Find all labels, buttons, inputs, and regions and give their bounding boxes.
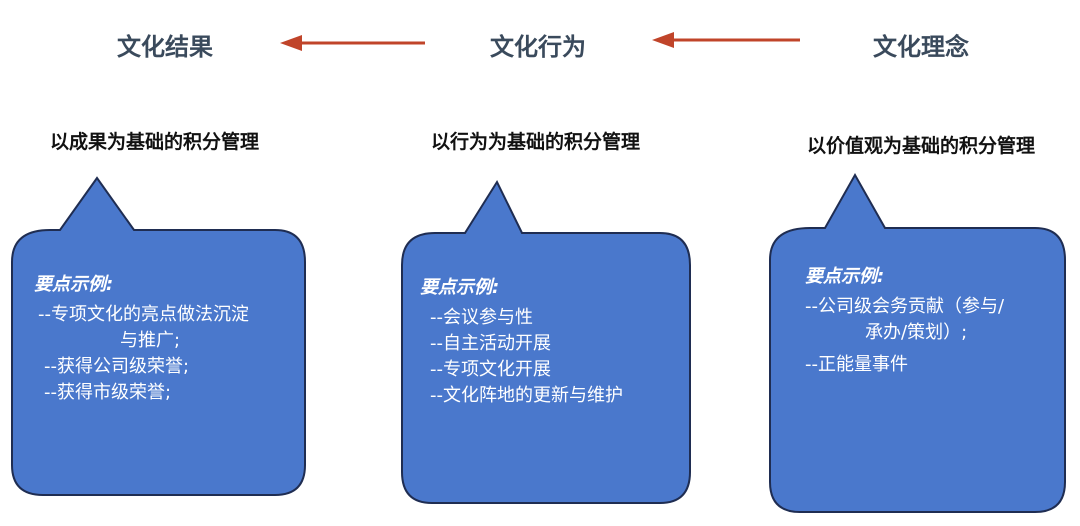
bubble-content-value: 要点示例: --公司级会务贡献（参与/ 承办/策划）; --正能量事件 — [805, 264, 1004, 378]
header-culture-result: 文化结果 — [117, 33, 213, 61]
header-culture-behavior: 文化行为 — [490, 33, 586, 61]
list-item: --文化阵地的更新与维护 — [430, 385, 623, 406]
subtitle-value-based: 以价值观为基础的积分管理 — [807, 135, 1036, 157]
arrows-layer — [280, 32, 800, 51]
examples-heading: 要点示例: — [420, 277, 500, 298]
subtitle-behavior-based: 以行为为基础的积分管理 — [431, 131, 641, 153]
list-item: 承办/策划）; — [865, 322, 968, 343]
speech-bubble-result — [11, 176, 306, 496]
header-culture-concept: 文化理念 — [873, 33, 969, 61]
list-item: --获得公司级荣誉; — [44, 356, 190, 377]
subtitle-result-based: 以成果为基础的积分管理 — [50, 131, 260, 153]
arrow-concept-to-behavior — [652, 32, 800, 48]
list-item: --获得市级荣誉; — [44, 382, 172, 403]
speech-bubble-value — [769, 172, 1066, 513]
examples-heading: 要点示例: — [34, 274, 114, 295]
list-item: --正能量事件 — [805, 354, 908, 375]
list-item: --公司级会务贡献（参与/ — [805, 296, 1005, 317]
list-item: 与推广; — [120, 330, 181, 351]
list-item: --专项文化开展 — [430, 359, 551, 380]
bubble-content-behavior: 要点示例: --会议参与性 --自主活动开展 --专项文化开展 --文化阵地的更… — [420, 275, 623, 409]
list-item: --自主活动开展 — [430, 333, 551, 354]
list-item: --会议参与性 — [430, 307, 533, 328]
list-item: --专项文化的亮点做法沉淀 — [38, 304, 249, 325]
arrow-behavior-to-result — [280, 35, 425, 51]
speech-bubble-behavior — [401, 179, 691, 504]
bubble-content-result: 要点示例: --专项文化的亮点做法沉淀 与推广; --获得公司级荣誉; --获得… — [34, 272, 249, 406]
examples-heading: 要点示例: — [805, 266, 885, 287]
